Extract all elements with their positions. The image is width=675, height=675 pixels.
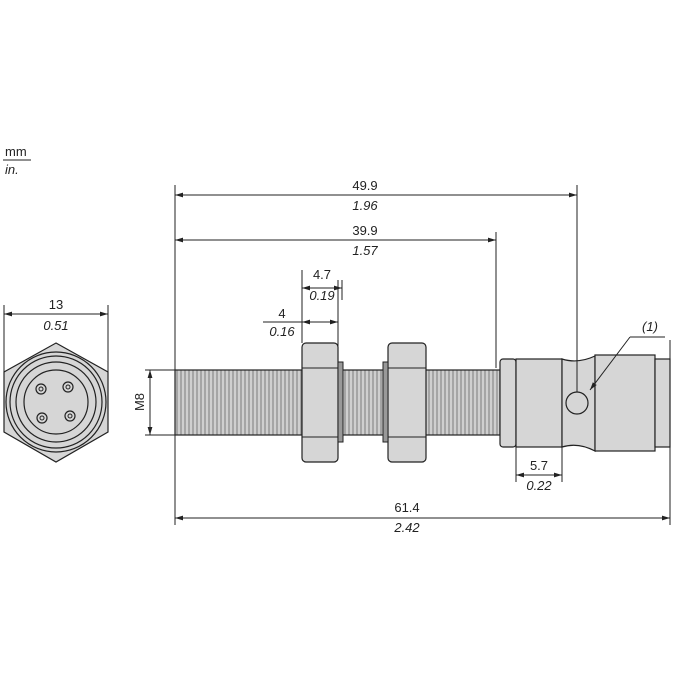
dim-nut-in: 0.16 xyxy=(269,324,295,339)
dim-head-mm: 5.7 xyxy=(530,458,548,473)
unit-mm: mm xyxy=(5,144,27,159)
dim-nut-total-mm: 4.7 xyxy=(313,267,331,282)
side-view: M8 xyxy=(132,342,671,463)
front-view: 13 0.51 xyxy=(3,297,109,463)
dim-head-section: 5.7 0.22 xyxy=(516,458,562,493)
hex-width-in: 0.51 xyxy=(43,318,68,333)
dim-nut-total-in: 0.19 xyxy=(309,288,334,303)
callout-label: (1) xyxy=(642,319,658,334)
connector-pins xyxy=(35,381,76,424)
dim-thread-length-mm: 39.9 xyxy=(352,223,377,238)
unit-in: in. xyxy=(5,162,19,177)
dim-overall-mm: 61.4 xyxy=(394,500,419,515)
dim-overall-top: 49.9 1.96 xyxy=(175,178,577,213)
units-legend: mm in. xyxy=(3,144,31,177)
dim-overall-top-mm: 49.9 xyxy=(352,178,377,193)
dim-nut: 4 0.16 xyxy=(263,306,338,339)
dim-thread-length-in: 1.57 xyxy=(352,243,378,258)
sensor-head xyxy=(499,354,671,452)
nut-2 xyxy=(382,342,427,463)
dim-thread-length: 39.9 1.57 xyxy=(175,223,496,258)
led-indicator xyxy=(565,391,589,415)
dim-overall-in: 2.42 xyxy=(393,520,420,535)
dim-nut-mm: 4 xyxy=(278,306,285,321)
hex-width-mm: 13 xyxy=(49,297,63,312)
dim-overall-top-in: 1.96 xyxy=(352,198,378,213)
nut-1 xyxy=(301,342,344,463)
thread-label: M8 xyxy=(132,393,147,411)
dim-overall-length: 61.4 2.42 xyxy=(175,500,670,535)
callout-1: (1) xyxy=(589,319,665,391)
dim-head-in: 0.22 xyxy=(526,478,552,493)
dim-nut-total: 4.7 0.19 xyxy=(302,267,342,303)
